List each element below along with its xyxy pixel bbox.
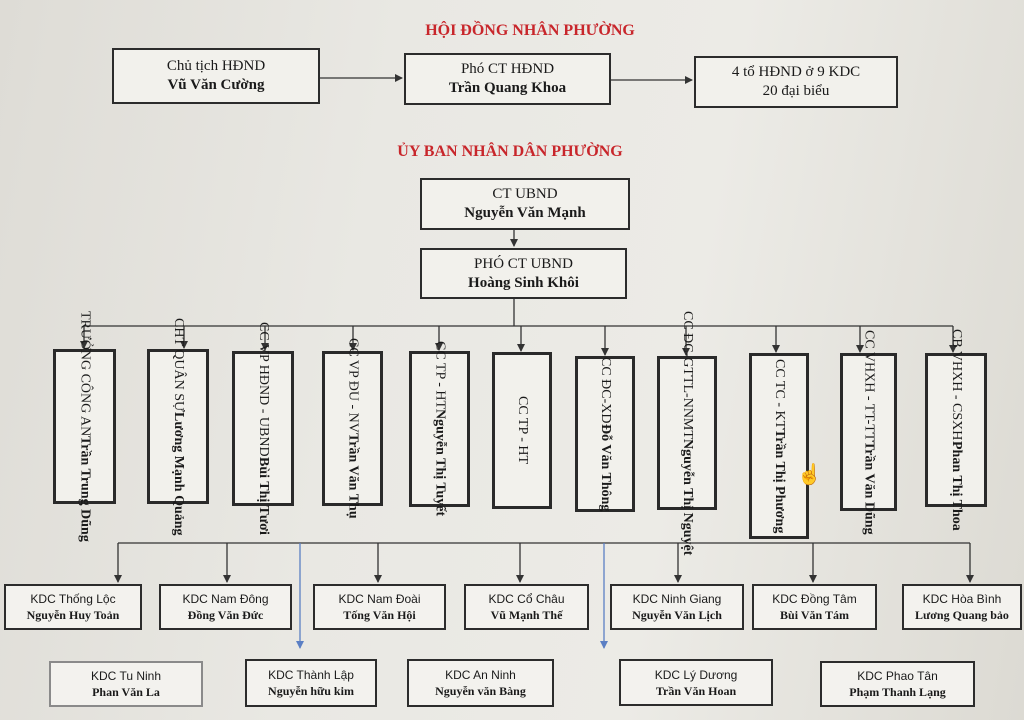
dept-title: CC VP ĐU - NV: [345, 338, 361, 434]
kdc-leader: Nguyễn Huy Toản: [26, 608, 120, 622]
kdc-leader: Nguyễn hữu kim: [268, 684, 354, 698]
dept-name: Nguyễn Thị Tuyết: [432, 409, 448, 517]
kdc-box-thong-loc: KDC Thống Lộc Nguyễn Huy Toản: [4, 584, 142, 630]
dept-title: CC VHXH - TT-TT: [861, 329, 877, 441]
kdc-box-ninh-giang: KDC Ninh Giang Nguyễn Văn Lịch: [610, 584, 744, 630]
kdc-title: KDC Thống Lộc: [30, 592, 116, 606]
kdc-box-co-chau: KDC Cổ Châu Vũ Mạnh Thế: [464, 584, 589, 630]
hdnd-heading: HỘI ĐỒNG NHÂN PHƯỜNG: [425, 22, 635, 39]
dept-name: Đỗ Văn Thông: [598, 423, 613, 511]
ubnd-chair-box: CT UBND Nguyễn Văn Mạnh: [420, 178, 630, 230]
kdc-title: KDC Nam Đoài: [338, 592, 421, 606]
ubnd-vice-title: PHÓ CT UBND: [474, 255, 573, 272]
kdc-box-ly-duong: KDC Lý Dương Trần Văn Hoan: [619, 659, 773, 706]
hand-pointer-icon: ☝: [797, 464, 822, 486]
kdc-leader: Lương Quang bảo: [915, 608, 1009, 622]
kdc-title: KDC Ninh Giang: [632, 592, 722, 606]
ubnd-vice-box: PHÓ CT UBND Hoàng Sinh Khôi: [420, 248, 627, 299]
kdc-title: KDC Đồng Tâm: [772, 592, 857, 606]
dept-title: CC VP HĐND - UBND: [256, 322, 271, 457]
hdnd-chair-box: Chủ tịch HĐND Vũ Văn Cường: [112, 48, 320, 104]
kdc-leader: Bùi Văn Tám: [780, 608, 849, 622]
dept-title: CC TC - KT: [772, 358, 787, 429]
dept-box-tp-ht-2: CC TP - HT: [492, 352, 552, 509]
kdc-box-phao-tan: KDC Phao Tân Phạm Thanh Lạng: [820, 661, 975, 707]
kdc-title: KDC An Ninh: [445, 668, 516, 682]
dept-name: Bùi Thị Tươi: [256, 456, 271, 535]
hdnd-vice-box: Phó CT HĐND Trần Quang Khoa: [404, 53, 611, 105]
kdc-title: KDC Phao Tân: [857, 669, 938, 683]
kdc-title: KDC Nam Đông: [182, 592, 269, 606]
dept-name: Nguyễn Thị Nguyệt: [680, 438, 695, 556]
ubnd-chair-title: CT UBND: [492, 186, 558, 202]
dept-title: CC TP - HT: [432, 341, 448, 410]
kdc-leader: Phan Văn La: [92, 685, 160, 699]
kdc-leader: Nguyễn văn Bàng: [435, 684, 526, 698]
kdc-leader: Trần Văn Hoan: [655, 683, 737, 698]
ubnd-heading: ỦY BAN NHÂN DÂN PHƯỜNG: [397, 143, 623, 160]
hdnd-groups-line2: 20 đại biểu: [762, 83, 830, 99]
dept-name: Trần Văn Dũng: [861, 440, 877, 535]
dept-title: CB VHXH - CSXH: [949, 329, 964, 441]
ubnd-chair-name: Nguyễn Văn Mạnh: [464, 205, 586, 221]
dept-name: Trần Thị Phương: [772, 428, 787, 534]
kdc-title: KDC Cổ Châu: [488, 592, 565, 606]
kdc-box-an-ninh: KDC An Ninh Nguyễn văn Bàng: [407, 659, 554, 707]
kdc-box-nam-doai: KDC Nam Đoài Tống Văn Hội: [313, 584, 446, 630]
kdc-title: KDC Hòa Bình: [922, 592, 1002, 606]
kdc-leader: Vũ Mạnh Thế: [490, 608, 563, 622]
kdc-leader: Phạm Thanh Lạng: [849, 685, 946, 699]
kdc-leader: Đồng Văn Đức: [187, 608, 264, 622]
kdc-box-thanh-lap: KDC Thành Lập Nguyễn hữu kim: [245, 659, 377, 707]
kdc-box-dong-tam: KDC Đồng Tâm Bùi Văn Tám: [752, 584, 877, 630]
dept-name: Trần Văn Thụ: [345, 433, 361, 519]
kdc-title: KDC Lý Dương: [654, 667, 738, 682]
kdc-leader: Tống Văn Hội: [343, 608, 416, 622]
ubnd-vice-name: Hoàng Sinh Khôi: [468, 274, 579, 291]
hdnd-groups-line1: 4 tổ HĐND ở 9 KDC: [731, 64, 861, 80]
hdnd-chair-name: Vũ Văn Cường: [167, 77, 265, 93]
kdc-box-nam-dong: KDC Nam Đông Đồng Văn Đức: [159, 584, 292, 630]
kdc-leader: Nguyễn Văn Lịch: [632, 608, 722, 622]
kdc-title: KDC Thành Lập: [268, 668, 354, 682]
dept-name: Lương Mạnh Quảng: [171, 411, 186, 536]
dept-title: CC ĐC-XD: [598, 357, 613, 424]
dept-title: CC ĐC-GTTL-NNMT: [680, 310, 695, 439]
dept-title: TRƯỞNG CÔNG AN: [77, 310, 93, 437]
hdnd-vice-title: Phó CT HĐND: [460, 61, 555, 77]
hdnd-groups-box: 4 tổ HĐND ở 9 KDC 20 đại biểu: [694, 56, 898, 108]
dept-title: CHT QUÂN SỰ: [171, 317, 186, 412]
hdnd-chair-title: Chủ tịch HĐND: [166, 58, 266, 74]
hdnd-vice-name: Trần Quang Khoa: [448, 80, 567, 96]
dept-name: Trần Trung Dũng: [77, 436, 93, 543]
kdc-box-hoa-binh: KDC Hòa Bình Lương Quang bảo: [902, 584, 1022, 630]
kdc-box-tu-ninh: KDC Tu Ninh Phan Văn La: [49, 661, 203, 707]
dept-title: CC TP - HT: [515, 396, 530, 465]
kdc-title: KDC Tu Ninh: [90, 669, 162, 683]
dept-name: Phan Thị Thoa: [949, 440, 964, 531]
